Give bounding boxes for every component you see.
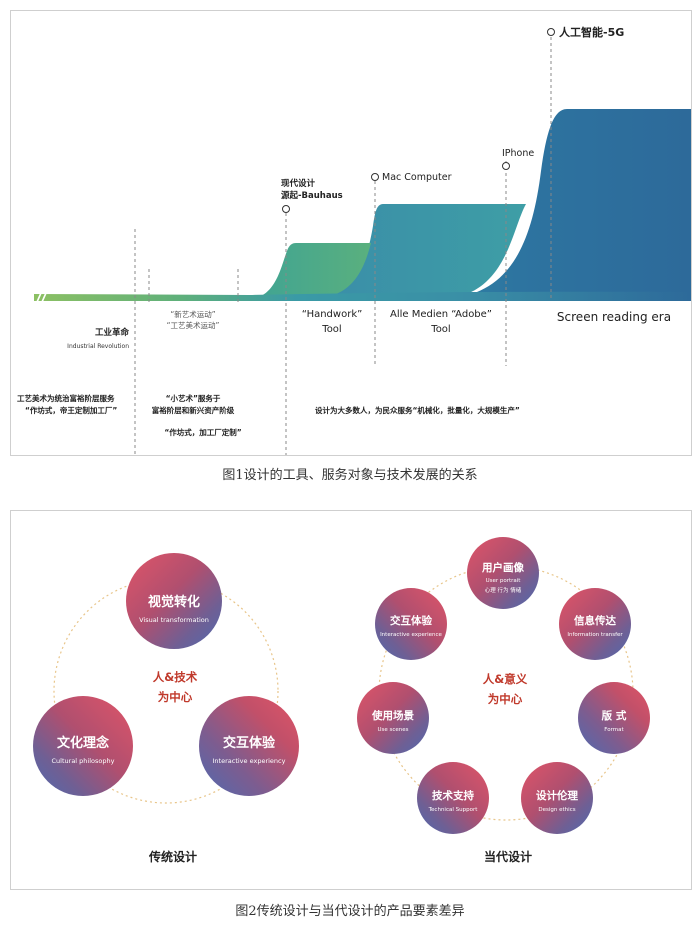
svg-text:交互体验: 交互体验 (223, 735, 276, 751)
figure1-panel: 人工智能-5G IPhone Mac Computer 现代设计 源起-Bauh… (10, 10, 692, 456)
contemporary-node-technical: 技术支持 Technical Support (417, 762, 489, 834)
svg-text:Format: Format (604, 727, 624, 733)
adobe-era-shape (311, 204, 526, 299)
svg-text:User portrait: User portrait (486, 578, 522, 584)
svg-text:用户画像: 用户画像 (481, 561, 524, 574)
movement-label-2: “工艺美术运动” (167, 320, 220, 330)
svg-text:Interactive experiency: Interactive experiency (213, 757, 286, 765)
milestone-iphone-marker (502, 162, 510, 170)
svg-text:Design ethics: Design ethics (538, 807, 575, 813)
figure2-caption: 图2传统设计与当代设计的产品要素差异 (235, 904, 465, 919)
traditional-title: 传统设计 (148, 849, 197, 864)
movement-label-1: “新艺术运动” (170, 309, 215, 319)
dashed-guides (134, 37, 552, 455)
svg-text:文化理念: 文化理念 (57, 735, 109, 751)
milestone-bauhaus-label-2: 源起-Bauhaus (281, 190, 343, 201)
milestone-ai5g-marker (547, 28, 555, 36)
adobe-label-1: Alle Medien “Adobe” (390, 309, 492, 320)
svg-text:使用场景: 使用场景 (371, 709, 414, 722)
svg-text:视觉转化: 视觉转化 (148, 594, 200, 610)
small-art-note-3: “作坊式，加工厂定制” (164, 427, 241, 437)
figure1-caption: 图1设计的工具、服务对象与技术发展的关系 (222, 468, 478, 483)
mass-note: 设计为大多数人，为民众服务“机械化，批量化，大规模生产” (315, 405, 520, 415)
milestone-ai5g-label: 人工智能-5G (559, 25, 624, 39)
handwork-label-2: Tool (321, 324, 341, 335)
figure2-panel: 视觉转化 Visual transformation 文化理念 Cultural… (10, 510, 692, 890)
svg-text:Technical Support: Technical Support (428, 807, 479, 813)
adobe-label-2: Tool (430, 324, 450, 335)
svg-text:设计伦理: 设计伦理 (536, 789, 578, 802)
traditional-center-1: 人&技术 (153, 670, 198, 684)
contemporary-center-2: 为中心 (488, 692, 523, 706)
traditional-node-culture: 文化理念 Cultural philosophy (33, 696, 133, 796)
craft-note-2: “作坊式，帝王定制加工厂” (25, 405, 117, 415)
base-band (34, 291, 691, 301)
svg-text:Use scenes: Use scenes (377, 727, 408, 733)
svg-text:Cultural philosophy: Cultural philosophy (52, 757, 115, 765)
svg-text:Visual transformation: Visual transformation (139, 616, 209, 624)
small-art-note-1: “小艺术”服务于 (166, 393, 221, 403)
milestone-mac-label: Mac Computer (382, 172, 452, 183)
contemporary-node-scenes: 使用场景 Use scenes (357, 682, 429, 754)
svg-text:Interactive experience: Interactive experience (380, 632, 442, 638)
milestone-bauhaus-label-1: 现代设计 (281, 178, 316, 189)
screen-era-shape (441, 109, 691, 299)
contemporary-node-ethics: 设计伦理 Design ethics (521, 762, 593, 834)
handwork-label-1: “Handwork” (302, 309, 363, 320)
svg-text:技术支持: 技术支持 (432, 789, 474, 802)
svg-text:信息传达: 信息传达 (574, 614, 616, 627)
handwork-era-shape (249, 243, 371, 299)
svg-text:交互体验: 交互体验 (390, 614, 432, 627)
elements-diagram: 视觉转化 Visual transformation 文化理念 Cultural… (33, 537, 650, 864)
small-art-note-2: 富裕阶层和新兴资产阶级 (152, 405, 235, 415)
craft-note-1: 工艺美术为统治富裕阶层服务 (17, 393, 115, 403)
start-stripes (36, 292, 47, 303)
traditional-node-visual: 视觉转化 Visual transformation (126, 553, 222, 649)
svg-text:Information transfer: Information transfer (567, 632, 623, 638)
contemporary-node-format: 版 式 Format (578, 682, 650, 754)
traditional-center-2: 为中心 (158, 690, 193, 704)
milestone-iphone-label: IPhone (502, 148, 534, 159)
svg-text:版 式: 版 式 (602, 709, 627, 722)
traditional-ring (53, 578, 279, 804)
industrial-label-cn: 工业革命 (95, 327, 130, 338)
screen-era-label: Screen reading era (557, 310, 671, 324)
contemporary-center-1: 人&意义 (483, 672, 528, 686)
contemporary-title: 当代设计 (484, 849, 532, 864)
milestone-bauhaus-marker (282, 205, 290, 213)
contemporary-node-information: 信息传达 Information transfer (559, 588, 631, 660)
contemporary-node-interaction: 交互体验 Interactive experience (375, 588, 447, 660)
industrial-label-en: Industrial Revolution (67, 343, 129, 350)
contemporary-node-user-portrait: 用户画像 User portrait 心理 行为 情绪 (467, 537, 539, 609)
traditional-node-interaction: 交互体验 Interactive experiency (199, 696, 299, 796)
svg-text:心理 行为 情绪: 心理 行为 情绪 (485, 586, 522, 594)
timeline-diagram: 人工智能-5G IPhone Mac Computer 现代设计 源起-Bauh… (17, 25, 691, 455)
milestone-mac-marker (371, 173, 379, 181)
